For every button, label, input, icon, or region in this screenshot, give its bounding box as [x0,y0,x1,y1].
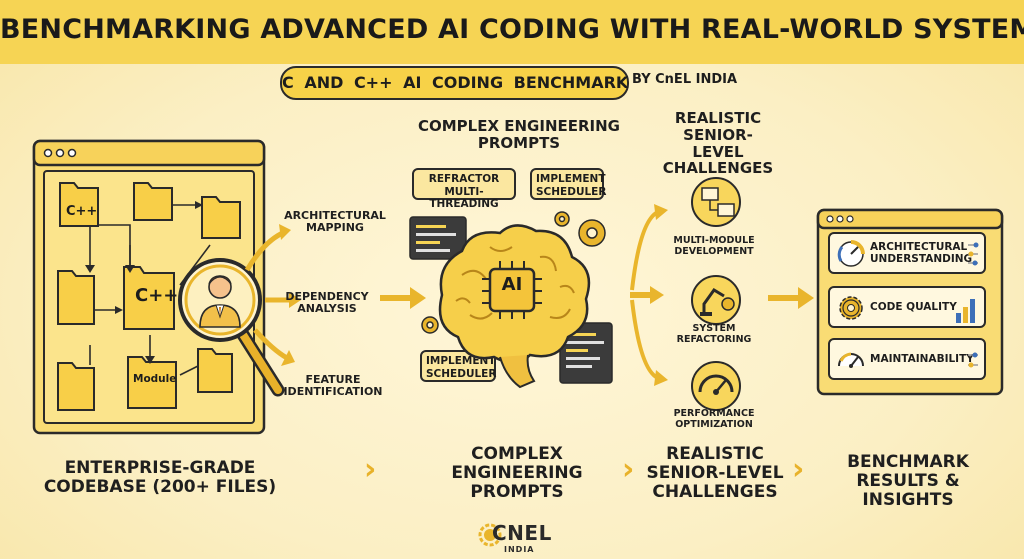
folder-icon [201,196,241,239]
speedometer-icon [838,352,864,368]
folder-icon [57,362,95,411]
chevron-right-icon: › [364,452,377,487]
folder-icon [57,270,95,325]
ai-chip-label: AI [501,274,523,295]
result-label-code-quality: CODE QUALITY [870,300,957,313]
prompts-heading: COMPLEX ENGINEERING PROMPTS [417,117,620,152]
bar-chart-icon [956,299,975,323]
chevron-right-icon: › [792,452,805,487]
window-dot-3 [67,148,77,158]
ai-chip-icon [482,261,542,319]
code-window-icon [409,216,467,260]
subtitle-pill: C AND C++ AI CODING BENCHMARK [280,66,629,100]
folder-icon [133,182,173,221]
folder-label-module: Module [133,373,177,385]
result-label-maintainability: MAINTAINABILITY [870,352,974,365]
challenges-heading: REALISTIC SENIOR-LEVEL CHALLENGES [662,109,774,178]
pipeline-step-results: BENCHMARK RESULTS & INSIGHTS [847,452,969,511]
folder-icon [127,356,177,409]
logo-subtext: INDIA [504,545,535,554]
challenge-performance: PERFORMANCE OPTIMIZATION [673,408,755,430]
result-card-maintainability: MAINTAINABILITY [828,338,986,380]
modules-icon [691,177,741,227]
developer-icon [199,275,241,328]
slider-icon [968,242,979,266]
analysis-arrows [244,224,301,366]
codebase-illustration [32,139,266,435]
speedometer-icon [691,361,741,411]
arrows-to-challenges [630,204,668,386]
result-card-code-quality: CODE QUALITY [828,286,986,328]
folder-icon [123,266,175,330]
logo-gear-icon [478,523,502,547]
arrow-to-results [768,287,814,309]
gear-icon [554,211,570,227]
bubble-refractor-multithreading: REFRACTOR MULTI-THREADING [412,168,516,210]
bubble-implement-scheduler-bottom: IMPLEMENT SCHEDULER [420,350,496,382]
gear-icon [578,219,606,247]
challenge-system-refactoring: SYSTEM REFACTORING [676,323,752,345]
folder-label: C++ [66,204,98,219]
logo-text: CNEL [492,521,552,545]
robot-arm-icon [691,275,741,325]
bubble-implement-scheduler-top: IMPLEMENT SCHEDULER [530,168,606,200]
slider-icon [968,352,978,368]
result-card-architectural: ARCHITECTURAL UNDERSTANDING [828,232,986,274]
pipeline-step-codebase: ENTERPRISE-GRADE CODEBASE (200+ FILES) [43,458,277,498]
label-feature-identification: FEATURE IDENTIFICATION [283,373,383,399]
gear-icon [839,296,863,320]
magnifier-icon [178,258,285,397]
label-dependency-analysis: DEPENDENCY ANALYSIS [285,290,369,316]
gauge-icon [837,240,865,267]
window-dot-2 [55,148,65,158]
folder-icon [197,348,233,393]
result-label-architectural: ARCHITECTURAL UNDERSTANDING [870,240,973,265]
pipeline-step-challenges: REALISTIC SENIOR-LEVEL CHALLENGES [646,444,784,503]
folder-icon [59,182,99,227]
page-title: BENCHMARKING ADVANCED AI CODING WITH REA… [0,14,1024,45]
pipeline-step-prompts: COMPLEX ENGINEERING PROMPTS [451,444,583,503]
folder-label-center: C++ [135,285,179,306]
window-dot-1 [43,148,53,158]
title-band [0,0,1024,64]
code-window-icon [559,322,613,384]
brain-illustration [409,211,613,389]
chevron-right-icon: › [622,452,635,487]
challenge-multi-module: MULTI-MODULE DEVELOPMENT [673,235,755,257]
label-architectural-mapping: ARCHITECTURAL MAPPING [284,209,386,235]
byline: BY CnEL INDIA [632,72,738,87]
challenge-icons [691,177,741,411]
arrow-into-brain [380,287,426,309]
gear-icon [421,316,439,334]
